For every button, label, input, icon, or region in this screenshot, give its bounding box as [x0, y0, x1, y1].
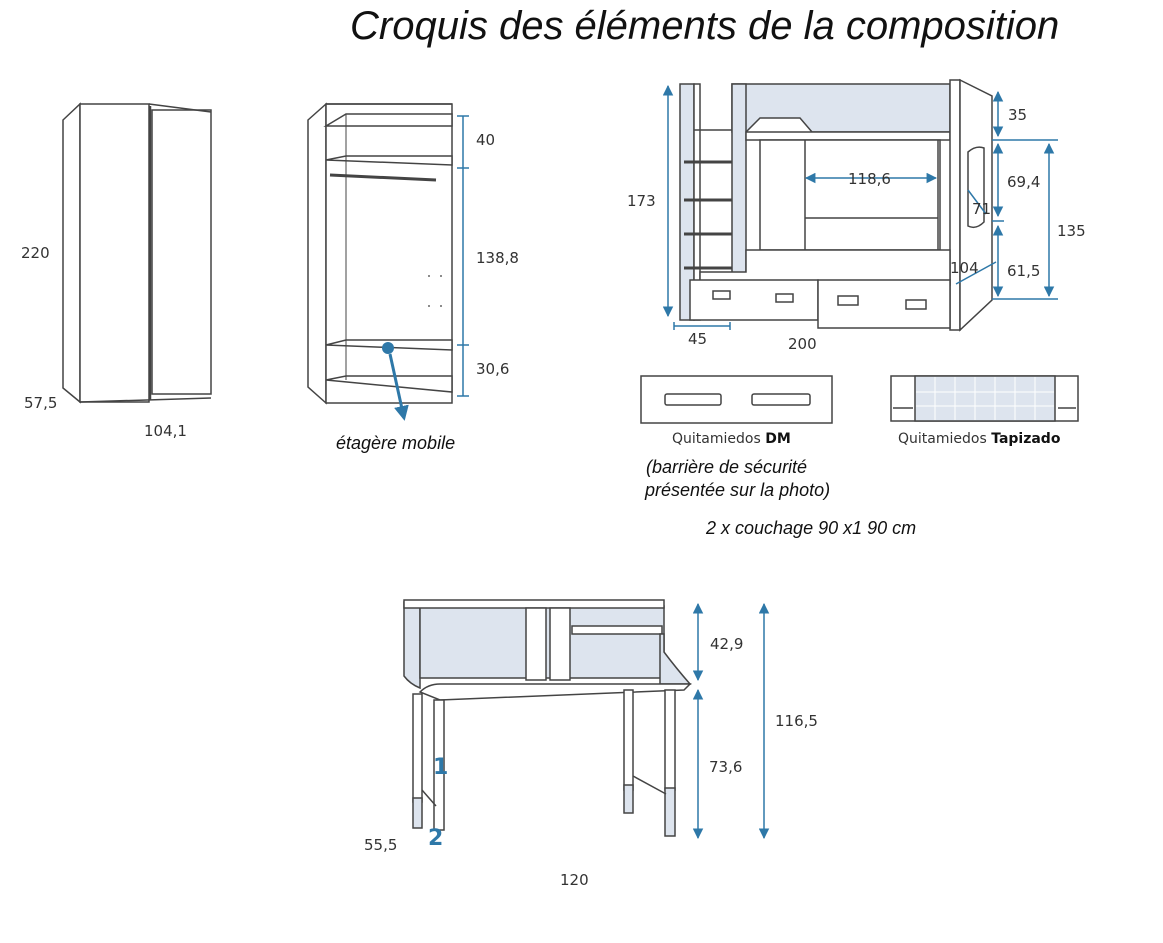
guard-rail-dm-drawing	[640, 375, 833, 424]
desk-total-height-dim: 116,5	[775, 712, 818, 730]
bunk-104-dim: 104	[950, 259, 979, 277]
bunk-length-dim: 200	[788, 335, 817, 353]
page-title: Croquis des éléments de la composition	[350, 4, 1060, 48]
wardrobe-interior-drawing	[307, 102, 453, 405]
bunk-135-dim: 135	[1057, 222, 1086, 240]
bunk-top-gap-dim: 35	[1008, 106, 1028, 124]
guard-rail-note-line2: présentée sur la photo)	[645, 480, 831, 500]
mobile-shelf-label: étagère mobile	[336, 433, 456, 453]
interior-middle-dim: 138,8	[476, 249, 519, 267]
bunk-71-dim: 71	[972, 200, 992, 218]
interior-bottom-dim: 30,6	[476, 360, 510, 378]
interior-top-dim: 40	[476, 131, 496, 149]
guard-rail-tapizado-caption: Quitamiedos Tapizado	[898, 431, 1061, 447]
desk-dimension-lines	[692, 602, 770, 840]
wardrobe-drawing	[62, 102, 212, 404]
desk-width-dim: 120	[560, 871, 589, 889]
bunk-depth-dim: 45	[688, 330, 708, 348]
guard-rail-note-line1: (barrière de sécurité	[646, 457, 808, 477]
wardrobe-depth-label: 57,5	[24, 394, 58, 412]
bunk-bed-dimension-lines	[662, 84, 1058, 330]
desk-drawing	[403, 599, 692, 837]
bunk-bed-drawing	[679, 78, 993, 332]
desk-position-marker-1: 1	[433, 755, 449, 780]
guard-rail-dm-caption: Quitamiedos DM	[672, 431, 791, 447]
desk-hutch-height-dim: 42,9	[710, 635, 744, 653]
bunk-69-dim: 69,4	[1007, 173, 1041, 191]
bunk-opening-dim: 118,6	[848, 170, 891, 188]
desk-depth-dim: 55,5	[364, 836, 398, 854]
wardrobe-width-label: 104,1	[144, 422, 187, 440]
bunk-61-dim: 61,5	[1007, 262, 1041, 280]
bunk-height-dim: 173	[627, 192, 656, 210]
guard-rail-tapizado-drawing	[890, 375, 1079, 422]
wardrobe-interior-dimension-lines	[457, 115, 469, 397]
desk-height-dim: 73,6	[709, 758, 743, 776]
desk-position-marker-2: 2	[428, 826, 444, 851]
wardrobe-height-label: 220	[21, 244, 50, 262]
mobile-shelf-pointer	[382, 342, 409, 421]
sleeping-note: 2 x couchage 90 x1 90 cm	[706, 518, 917, 538]
